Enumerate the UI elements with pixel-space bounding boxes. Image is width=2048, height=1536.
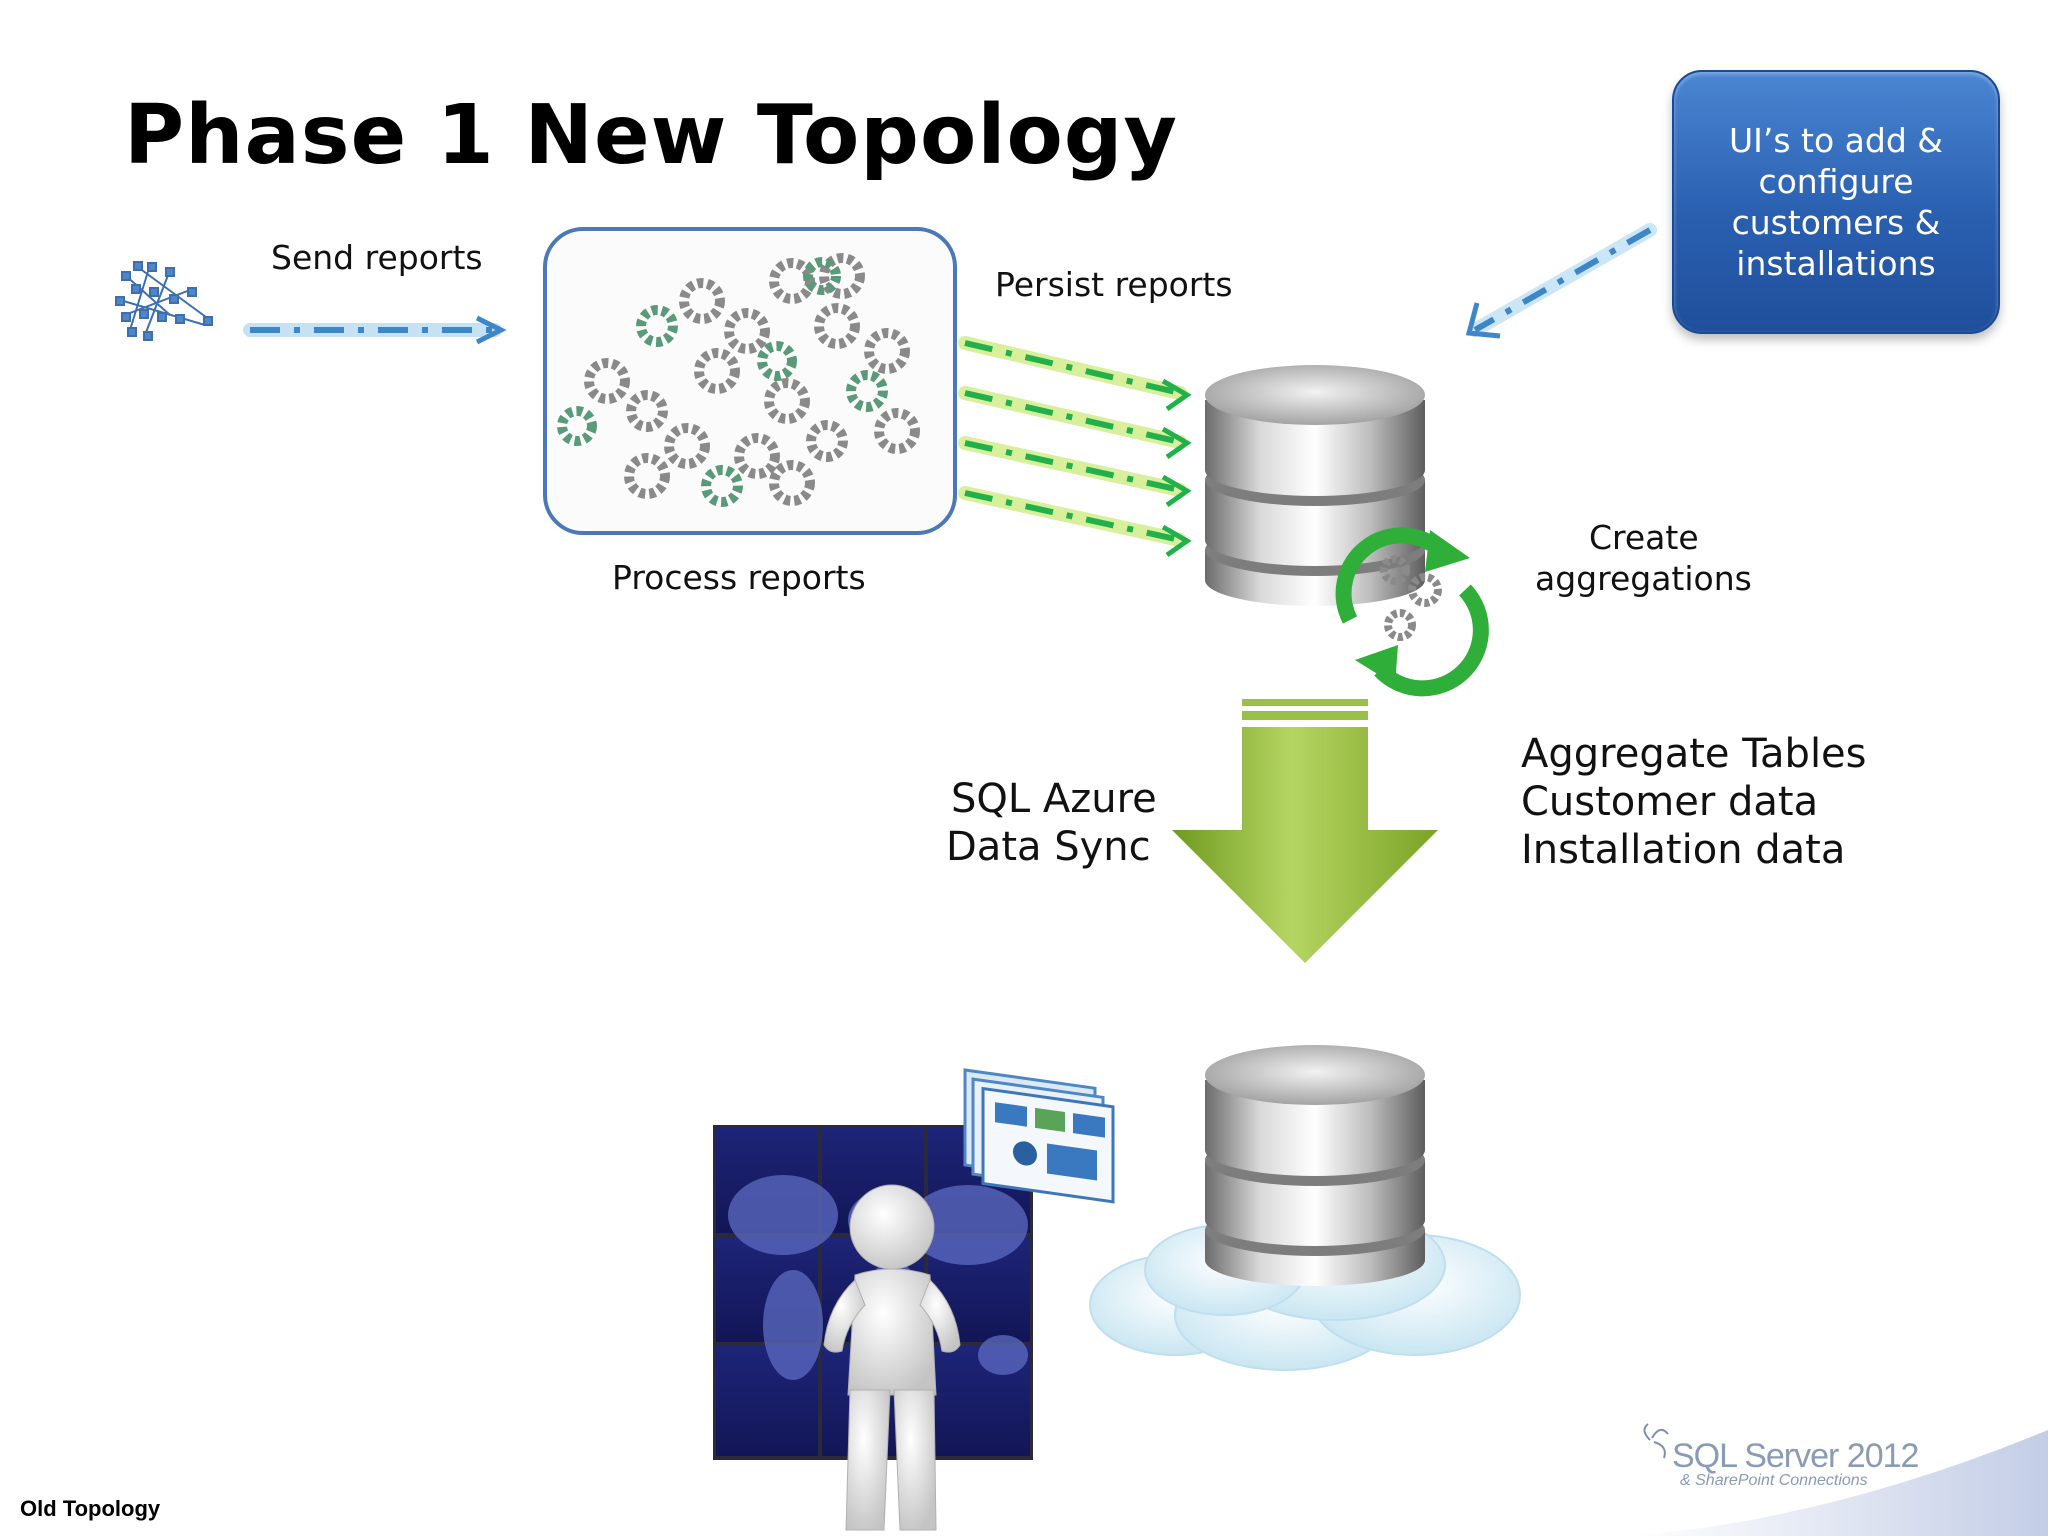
customer-data-label: Customer data: [1521, 779, 1819, 825]
process-reports-box: [543, 227, 957, 535]
ui-config-text: UI’s to add & configure customers & inst…: [1728, 121, 1944, 283]
sql-azure-label-1: SQL Azure: [951, 776, 1157, 822]
cloud-database-icon: [1089, 1045, 1521, 1371]
gears-cluster-icon: [557, 253, 920, 507]
network-icon: [115, 261, 213, 341]
installation-data-label: Installation data: [1521, 827, 1846, 873]
sql-server-logo-subtext: & SharePoint Connections: [1680, 1472, 1868, 1489]
persist-arrows: [958, 336, 1192, 558]
ui-arrow: [1465, 223, 1657, 339]
ui-config-box: UI’s to add & configure customers & inst…: [1672, 70, 2000, 334]
slide-title: Phase 1 New Topology: [124, 88, 1178, 183]
send-reports-label: Send reports: [271, 238, 483, 277]
refresh-cycle-icon: [1335, 527, 1489, 697]
create-aggregations-label-1: Create: [1589, 518, 1699, 557]
aggregate-tables-label: Aggregate Tables: [1521, 731, 1867, 777]
persist-reports-label: Persist reports: [995, 265, 1233, 304]
database-icon: [1205, 365, 1425, 606]
process-reports-label: Process reports: [612, 558, 866, 597]
dashboard-cards-icon: [963, 1068, 1115, 1204]
presenter-figure-icon: [823, 1184, 961, 1531]
sql-server-logo-text: SQL Server 2012: [1672, 1437, 1919, 1475]
download-arrow-icon: [1172, 699, 1438, 963]
create-aggregations-label-2: aggregations: [1535, 559, 1752, 598]
sql-server-logo: [1630, 1423, 2048, 1536]
send-arrow: [243, 315, 507, 345]
sql-azure-label-2: Data Sync: [946, 824, 1151, 870]
footer-old-topology: Old Topology: [20, 1496, 161, 1521]
